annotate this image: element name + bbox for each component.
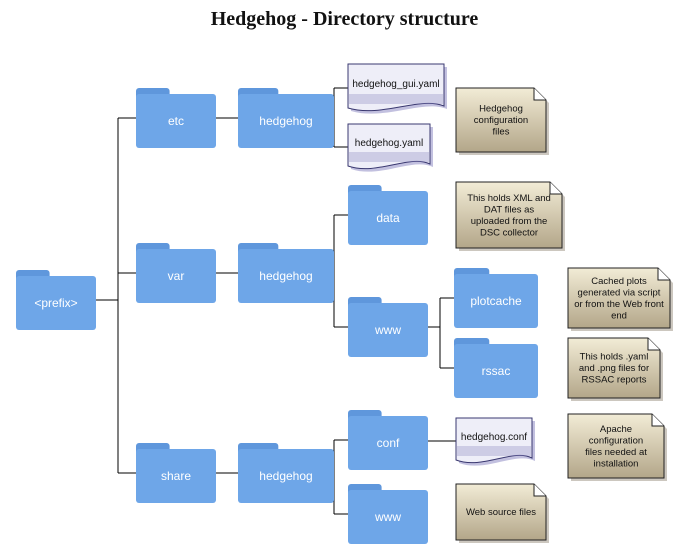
note-icon <box>567 413 665 479</box>
note-icon <box>455 181 563 249</box>
note-note_web: Web source files <box>455 483 549 543</box>
folder-var_www[interactable]: www <box>348 297 428 357</box>
folder-icon <box>348 191 428 245</box>
file-conf_file[interactable]: hedgehog.conf <box>455 417 535 466</box>
folder-etc[interactable]: etc <box>136 88 216 148</box>
file-label: hedgehog_gui.yaml <box>352 79 439 90</box>
folder-icon <box>348 490 428 544</box>
note-text-line: DAT files as <box>484 204 535 215</box>
folder-label: <prefix> <box>34 296 77 310</box>
note-text-line: configuration <box>474 115 528 126</box>
note-icon <box>455 87 547 153</box>
note-text-line: end <box>611 310 627 321</box>
note-icon <box>455 483 547 541</box>
document-icon <box>347 63 445 112</box>
note-icon <box>567 267 671 329</box>
folder-icon <box>454 344 538 398</box>
folder-label: rssac <box>482 364 511 378</box>
folder-icon <box>348 416 428 470</box>
note-text-line: Cached plots <box>591 276 647 287</box>
note-icon <box>567 337 661 399</box>
folder-label: etc <box>168 114 184 128</box>
page-title: Hedgehog - Directory structure <box>210 8 479 30</box>
file-label: hedgehog.yaml <box>355 138 423 149</box>
note-text-line: This holds XML and <box>467 193 551 204</box>
folder-var_hedgehog[interactable]: hedgehog <box>238 243 334 303</box>
folder-icon <box>454 274 538 328</box>
note-text-line: files needed at <box>585 447 647 458</box>
folder-label: hedgehog <box>259 469 312 483</box>
folder-label: www <box>374 323 401 337</box>
folder-icon <box>238 94 334 148</box>
document-icon <box>455 417 533 464</box>
folder-data[interactable]: data <box>348 185 428 245</box>
folder-label: www <box>374 510 401 524</box>
folder-icon <box>238 249 334 303</box>
note-text-line: generated via script <box>578 287 661 298</box>
folder-var[interactable]: var <box>136 243 216 303</box>
folder-share[interactable]: share <box>136 443 216 503</box>
folder-icon <box>16 276 96 330</box>
folder-label: share <box>161 469 191 483</box>
folder-icon <box>136 249 216 303</box>
folder-icon <box>136 94 216 148</box>
note-text-line: DSC collector <box>480 227 538 238</box>
folder-label: conf <box>377 436 400 450</box>
note-text-line: installation <box>594 458 639 469</box>
folder-label: data <box>376 211 400 225</box>
folder-conf[interactable]: conf <box>348 410 428 470</box>
note-text-line: Hedgehog <box>479 104 523 115</box>
folder-rssac[interactable]: rssac <box>454 338 538 398</box>
folder-share_www[interactable]: www <box>348 484 428 544</box>
file-label: hedgehog.conf <box>461 432 527 443</box>
note-text-line: Web source files <box>466 507 536 518</box>
note-text-line: uploaded from the <box>471 216 548 227</box>
folder-icon <box>136 449 216 503</box>
note-text-line: Apache <box>600 424 632 435</box>
folder-label: plotcache <box>470 294 522 308</box>
folder-prefix[interactable]: <prefix> <box>16 270 96 330</box>
note-text-line: and .png files for <box>579 363 649 374</box>
folder-share_hedgehog[interactable]: hedgehog <box>238 443 334 503</box>
note-text-line: RSSAC reports <box>582 375 647 386</box>
folder-icon <box>238 449 334 503</box>
folder-plotcache[interactable]: plotcache <box>454 268 538 328</box>
folder-etc_hedgehog[interactable]: hedgehog <box>238 88 334 148</box>
document-icon <box>347 123 431 170</box>
note-text-line: files <box>493 127 510 138</box>
nodes: <prefix> etc hedgehog var hedgehog data www plo… <box>16 63 673 544</box>
note-text-line: or from the Web front <box>574 299 664 310</box>
note-text-line: This holds .yaml <box>580 352 649 363</box>
folder-icon <box>348 303 428 357</box>
folder-label: var <box>168 269 185 283</box>
folder-label: hedgehog <box>259 114 312 128</box>
file-yaml[interactable]: hedgehog.yaml <box>347 123 433 172</box>
note-text-line: configuration <box>589 435 643 446</box>
folder-label: hedgehog <box>259 269 312 283</box>
file-gui_yaml[interactable]: hedgehog_gui.yaml <box>347 63 447 114</box>
